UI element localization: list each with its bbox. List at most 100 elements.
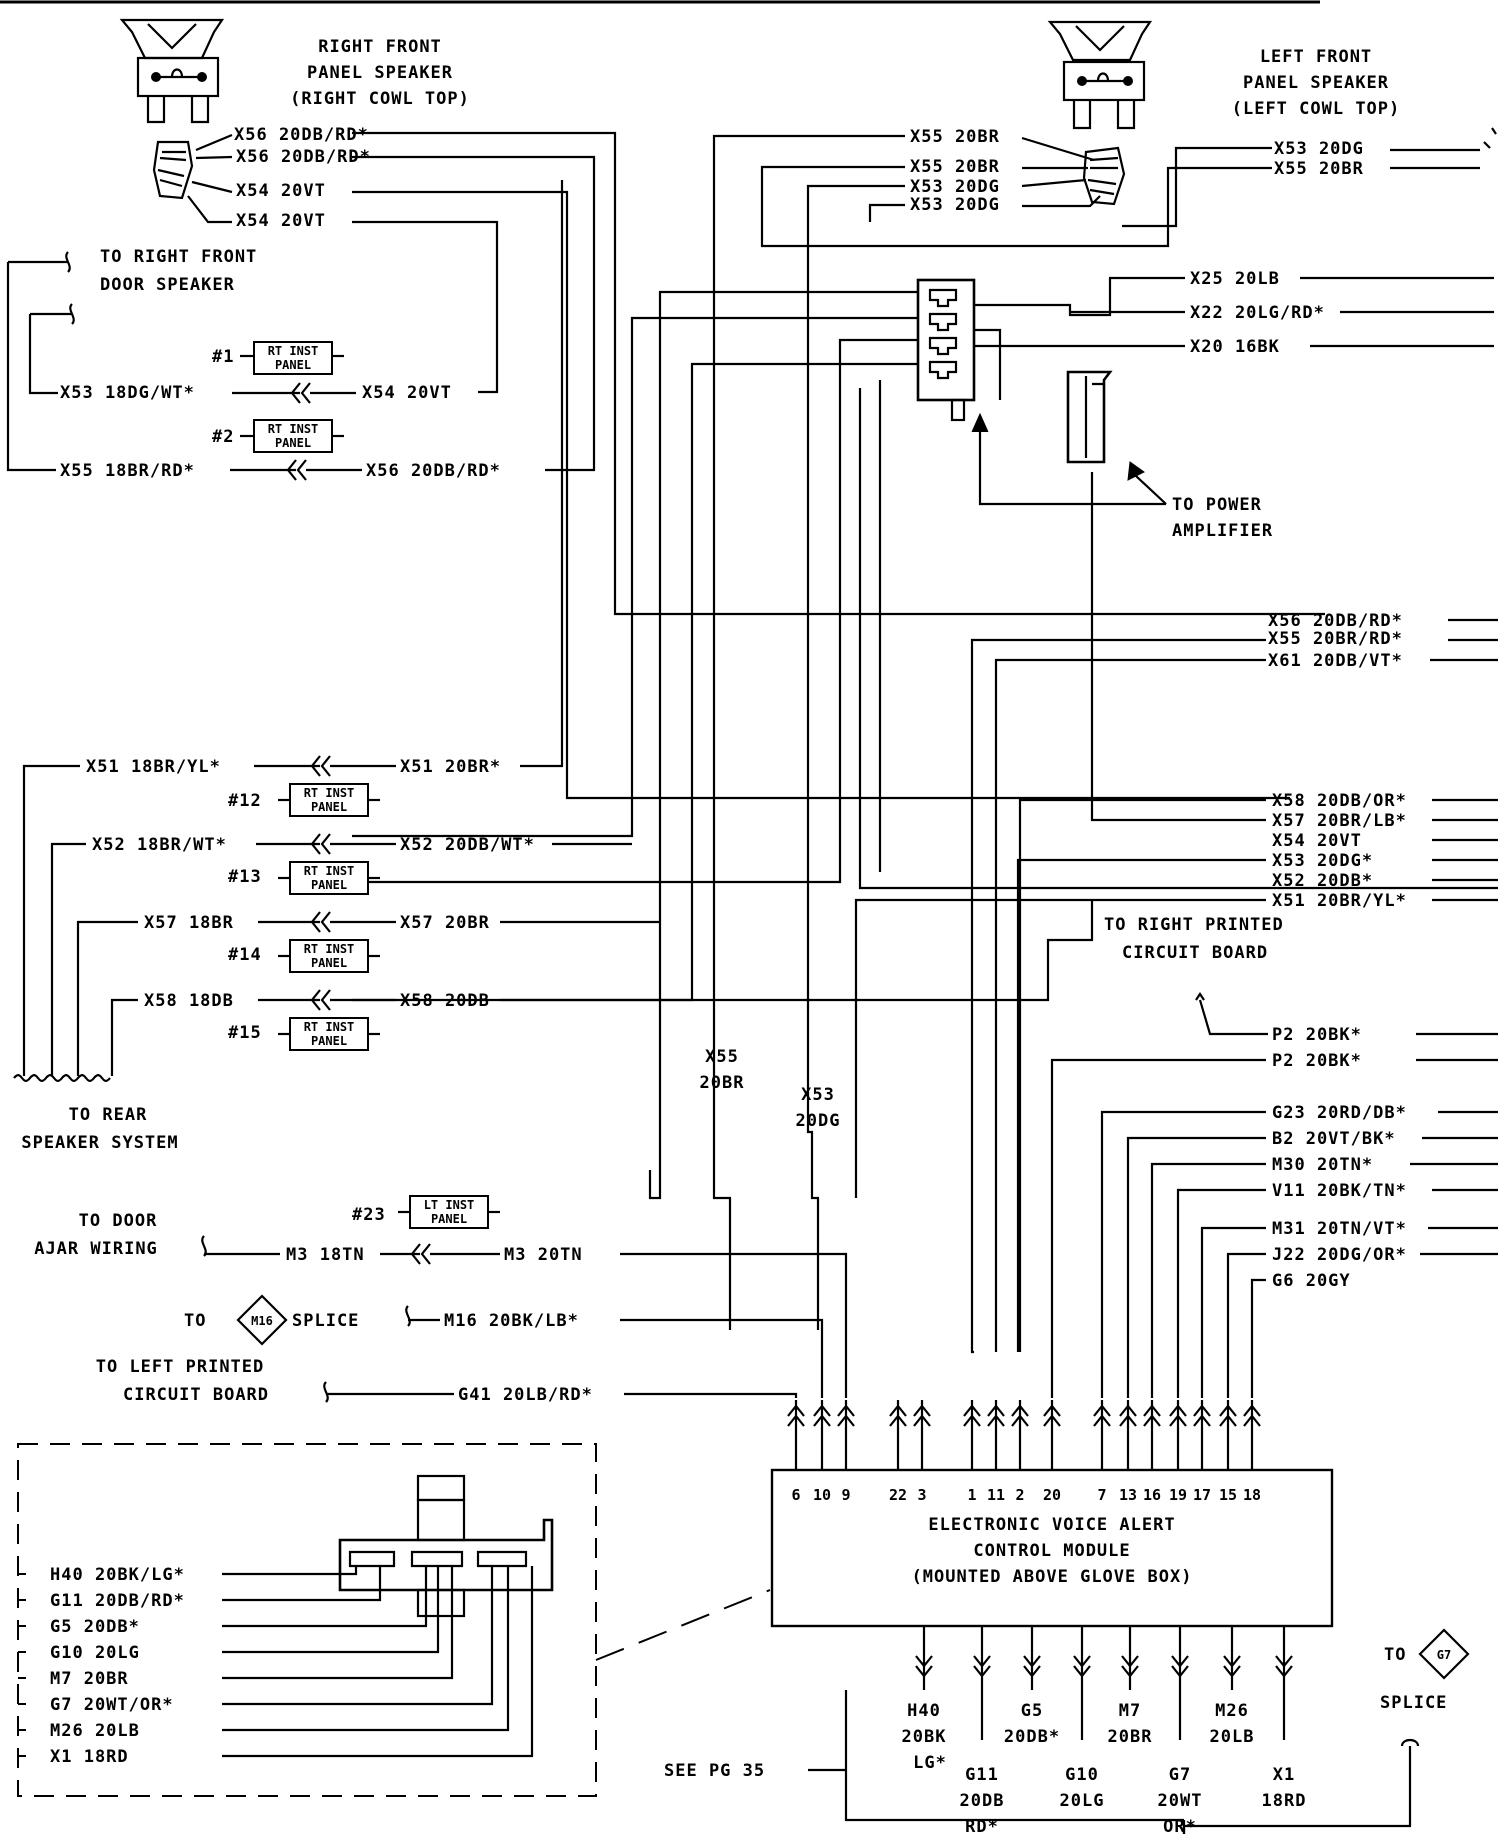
right-input-3: B2 20VT/BK* bbox=[1272, 1129, 1396, 1149]
rf-speaker-title-2: PANEL SPEAKER bbox=[307, 63, 453, 83]
output-arrow-5 bbox=[1171, 1626, 1189, 1690]
amp-connector-icon bbox=[916, 278, 1113, 464]
inset-wire-lead-7 bbox=[222, 1566, 534, 1758]
right-pcb-line2: CIRCUIT BOARD bbox=[1122, 943, 1268, 963]
inset-wire-label-7: X1 18RD bbox=[50, 1747, 129, 1767]
x53-vert-label-1: X53 bbox=[801, 1085, 835, 1105]
bw-g11-1: G11 bbox=[965, 1765, 999, 1785]
output-arrow-3 bbox=[1073, 1626, 1091, 1690]
module-pin-22: 22 bbox=[889, 1486, 907, 1504]
pcb-a-2: X61 20DB/VT* bbox=[1268, 651, 1403, 671]
c14-panel-l1: RT INST bbox=[304, 942, 355, 956]
c1-panel-l2: PANEL bbox=[275, 358, 311, 372]
input-arrow-pin-11 bbox=[987, 1400, 1005, 1470]
inset-wire-label-3: G10 20LG bbox=[50, 1643, 140, 1663]
left-pcb-line1: TO LEFT PRINTED bbox=[96, 1357, 265, 1377]
x53-vert-label-2: 20DG bbox=[796, 1111, 841, 1131]
c15-num: #15 bbox=[228, 1023, 262, 1043]
input-arrow-pin-2 bbox=[1011, 1400, 1029, 1470]
input-arrow-pin-1 bbox=[963, 1400, 981, 1470]
right-front-speaker-icon bbox=[119, 18, 225, 200]
module-pin-11: 11 bbox=[987, 1486, 1005, 1504]
output-arrow-0 bbox=[915, 1626, 933, 1690]
bw-g7-2: 20WT bbox=[1158, 1791, 1203, 1811]
c23-num: #23 bbox=[352, 1205, 386, 1225]
bw-g5-2: 20DB* bbox=[1004, 1727, 1060, 1747]
module-pin-7: 7 bbox=[1097, 1486, 1106, 1504]
input-arrow-pin-17 bbox=[1193, 1400, 1211, 1470]
c14-num: #14 bbox=[228, 945, 262, 965]
rf-speaker-title-1: RIGHT FRONT bbox=[318, 37, 442, 57]
c23-panel-l2: PANEL bbox=[431, 1212, 467, 1226]
c15-panel-l1: RT INST bbox=[304, 1020, 355, 1034]
pcb-b-3: X53 20DG* bbox=[1272, 851, 1373, 871]
see-pg: SEE PG 35 bbox=[664, 1761, 765, 1781]
input-arrow-pin-9 bbox=[837, 1400, 855, 1470]
bw-g10-1: G10 bbox=[1065, 1765, 1099, 1785]
module-pin-15: 15 bbox=[1219, 1486, 1237, 1504]
rf-speaker-title-3: (RIGHT COWL TOP) bbox=[290, 89, 470, 109]
module-output-arrows bbox=[915, 1626, 1293, 1690]
bw-x1-2: 18RD bbox=[1262, 1791, 1307, 1811]
input-arrow-pin-18 bbox=[1243, 1400, 1261, 1470]
module-line1: ELECTRONIC VOICE ALERT bbox=[928, 1515, 1175, 1535]
input-arrow-pin-10 bbox=[813, 1400, 831, 1470]
m16-splice-label: SPLICE bbox=[292, 1311, 359, 1331]
module-line3: (MOUNTED ABOVE GLOVE BOX) bbox=[912, 1567, 1193, 1587]
right-input-8: G6 20GY bbox=[1272, 1271, 1351, 1291]
bw-h40-1: H40 bbox=[907, 1701, 941, 1721]
right-input-0: P2 20BK* bbox=[1272, 1025, 1362, 1045]
lf-wire-left-2: X53 20DG bbox=[910, 177, 1000, 197]
module-input-arrows bbox=[787, 1400, 1261, 1470]
voice-alert-module: ELECTRONIC VOICE ALERT CONTROL MODULE (M… bbox=[770, 1468, 1334, 1628]
power-amp-line2: AMPLIFIER bbox=[1172, 521, 1273, 541]
m16-splice-id: M16 bbox=[251, 1314, 273, 1328]
module-pin-18: 18 bbox=[1243, 1486, 1261, 1504]
rf-wire-0: X56 20DB/RD* bbox=[234, 125, 369, 145]
door-speaker-line2: DOOR SPEAKER bbox=[100, 275, 235, 295]
bw-g7-3: OR* bbox=[1163, 1817, 1197, 1834]
c1-right-wire: X54 20VT bbox=[362, 383, 452, 403]
output-arrow-7 bbox=[1275, 1626, 1293, 1690]
bw-m26-2: 20LB bbox=[1210, 1727, 1255, 1747]
c15-left-wire: X58 18DB bbox=[144, 991, 234, 1011]
c13-left-wire: X52 18BR/WT* bbox=[92, 835, 227, 855]
c13-right-wire: X52 20DB/WT* bbox=[400, 835, 535, 855]
c1-left-wire: X53 18DG/WT* bbox=[60, 383, 195, 403]
connector-14-row: X57 18BR X57 20BR #14 RT INST PANEL bbox=[76, 911, 489, 1076]
c2-panel-l1: RT INST bbox=[268, 422, 319, 436]
g7-splice-label: SPLICE bbox=[1380, 1693, 1447, 1713]
inset-wire-lead-0 bbox=[222, 1566, 358, 1576]
connector-13-row: X52 18BR/WT* X52 20DB/WT* #13 RT INST PA… bbox=[50, 833, 535, 1076]
right-input-7: J22 20DG/OR* bbox=[1272, 1245, 1407, 1265]
rf-wire-1: X56 20DB/RD* bbox=[236, 147, 371, 167]
c23-panel-l1: LT INST bbox=[424, 1198, 475, 1212]
bw-x1-1: X1 bbox=[1273, 1765, 1295, 1785]
bw-m7-2: 20BR bbox=[1108, 1727, 1153, 1747]
c1-panel-l1: RT INST bbox=[268, 344, 319, 358]
inset-wire-label-0: H40 20BK/LG* bbox=[50, 1565, 185, 1585]
module-pin-17: 17 bbox=[1193, 1486, 1211, 1504]
c14-panel-l2: PANEL bbox=[311, 956, 347, 970]
door-ajar-line2: AJAR WIRING bbox=[34, 1239, 158, 1259]
c13-num: #13 bbox=[228, 867, 262, 887]
right-pcb-line1: TO RIGHT PRINTED bbox=[1104, 915, 1284, 935]
power-amp-line1: TO POWER bbox=[1172, 495, 1262, 515]
bw-h40-2: 20BK bbox=[902, 1727, 947, 1747]
left-front-speaker-icon bbox=[1047, 20, 1153, 206]
inset-wire-lead-1 bbox=[222, 1566, 382, 1602]
c12-panel-l1: RT INST bbox=[304, 786, 355, 800]
m16-to: TO bbox=[184, 1311, 206, 1331]
g7-to: TO bbox=[1384, 1645, 1406, 1665]
bw-g11-3: RD* bbox=[965, 1817, 999, 1834]
lf-wire-left-1: X55 20BR bbox=[910, 157, 1000, 177]
c1-inst-panel: RT INST PANEL bbox=[240, 341, 344, 375]
right-input-4: M30 20TN* bbox=[1272, 1155, 1373, 1175]
inset-wire-lead-2 bbox=[222, 1566, 428, 1628]
c2-left-wire: X55 18BR/RD* bbox=[60, 461, 195, 481]
bw-m26-1: M26 bbox=[1215, 1701, 1249, 1721]
module-pin-10: 10 bbox=[813, 1486, 831, 1504]
bw-g11-2: 20DB bbox=[960, 1791, 1005, 1811]
